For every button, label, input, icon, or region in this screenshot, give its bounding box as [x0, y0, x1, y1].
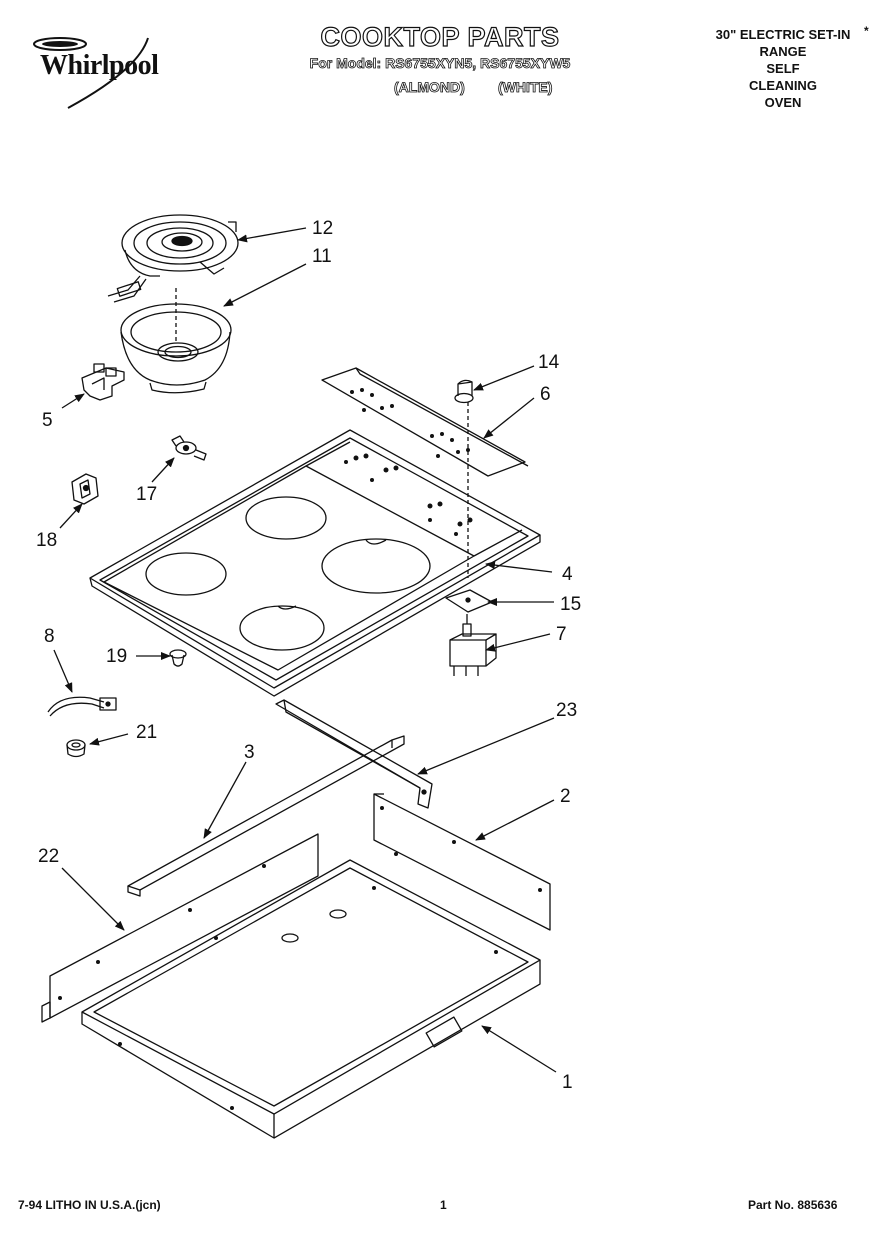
wire-harness — [47, 696, 117, 717]
range-line: SELF — [766, 61, 800, 76]
model-line: For Model: RS6755XYN5, RS6755XYW5 — [309, 55, 571, 72]
callout-23: 23 — [556, 700, 577, 721]
leader-14 — [473, 365, 535, 391]
footer-litho: 7-94 LITHO IN U.S.A.(jcn) — [18, 1198, 161, 1212]
leader-5 — [61, 393, 85, 409]
callout-21: 21 — [136, 722, 157, 743]
variant-almond: (ALMOND) — [394, 79, 466, 96]
cooktop — [89, 429, 541, 697]
leader-23 — [417, 717, 555, 775]
whirlpool-logo: Whirlpool — [28, 30, 178, 110]
callout-17: 17 — [136, 484, 157, 505]
callout-15: 15 — [560, 594, 581, 615]
clip — [171, 435, 207, 461]
brand-name: Whirlpool — [40, 50, 159, 81]
leader-21 — [89, 733, 129, 746]
range-line: CLEANING — [749, 78, 817, 93]
leader-18 — [59, 503, 83, 529]
callout-3: 3 — [244, 742, 255, 763]
drip-bowl — [120, 288, 232, 394]
side-rail — [127, 735, 405, 897]
rear-panel — [373, 793, 551, 931]
leader-1 — [481, 1025, 557, 1073]
leader-17 — [151, 457, 175, 483]
callout-1: 1 — [562, 1072, 573, 1093]
callout-6: 6 — [540, 384, 551, 405]
grommet — [66, 739, 86, 758]
callout-5: 5 — [42, 410, 53, 431]
leader-11 — [223, 263, 307, 307]
cooktop-box — [81, 859, 541, 1139]
insulator-plate — [445, 589, 493, 613]
callout-19: 19 — [106, 646, 127, 667]
callout-11: 11 — [312, 246, 332, 267]
variant-white: (WHITE) — [498, 79, 553, 96]
logo-swoosh-icon — [33, 37, 149, 109]
page-title: COOKTOP PARTS — [320, 21, 560, 52]
mounting-bracket — [71, 473, 99, 505]
leader-3 — [203, 761, 247, 839]
callout-22: 22 — [38, 846, 59, 867]
leader-4 — [485, 561, 553, 573]
leader-22 — [61, 867, 125, 931]
range-line: 30" ELECTRIC SET-IN — [715, 27, 851, 42]
range-line: OVEN — [764, 95, 802, 110]
asterisk: * — [864, 24, 869, 38]
control-panel-trim — [321, 367, 529, 477]
callout-12: 12 — [312, 218, 333, 239]
leader-8 — [53, 649, 73, 693]
leader-7 — [485, 633, 551, 652]
leader-6 — [483, 397, 535, 439]
range-line: RANGE — [759, 44, 807, 59]
callout-4: 4 — [562, 564, 573, 585]
surface-element — [107, 214, 239, 303]
callout-14: 14 — [538, 352, 560, 373]
callout-18: 18 — [36, 530, 57, 551]
leader-2 — [475, 799, 555, 841]
receptacle-bracket — [81, 363, 125, 401]
control-knob — [454, 379, 474, 578]
front-panel — [41, 833, 319, 1023]
plug — [169, 649, 187, 667]
callout-2: 2 — [560, 786, 571, 807]
part-number: Part No. 885636 — [748, 1198, 838, 1212]
callout-7: 7 — [556, 624, 567, 645]
callout-8: 8 — [44, 626, 55, 647]
page-number: 1 — [440, 1198, 447, 1212]
front-bracket — [275, 699, 433, 809]
infinite-switch — [449, 614, 497, 676]
range-description: 30" ELECTRIC SET-IN RANGE SELF CLEANING … — [698, 26, 868, 111]
leader-12 — [237, 227, 307, 243]
